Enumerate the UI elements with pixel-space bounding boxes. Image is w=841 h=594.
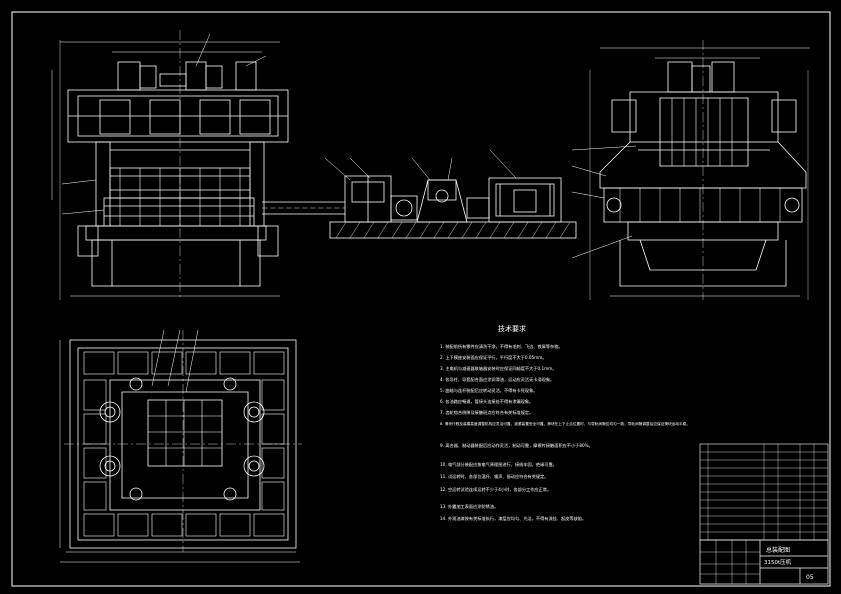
note-11: 11. 试运转时，各部位温升、噪声、振动应符合有关规定。 [440,473,549,480]
drawing-frame [11,11,831,587]
note-12: 12. 空运转试验连续运转不少于4小时，各部分工作应正常。 [440,486,551,493]
note-9: 9. 离合器、制动器装配后应动作灵活，制动可靠，摩擦片接触面积应不小于80%。 [440,442,593,449]
front-view [51,30,289,300]
note-5: 5. 曲轴与连杆装配后应转动灵活，不得有卡死现象。 [440,387,537,394]
title-drawing-name: 总装配图 [766,546,790,554]
note-13: 13. 外露加工表面应涂防锈油。 [440,503,498,510]
title-block [699,539,829,585]
note-3: 3. 主电机与减速器联轴器安装时应保证同轴度不大于0.1mm。 [440,365,556,372]
parts-list [699,443,829,541]
title-drawing-number: 3150t压机 [764,558,792,566]
note-2: 2. 上下模座安装面应保证平行，平行度不大于0.05mm。 [440,354,547,361]
note-7: 7. 齿轮啮合侧隙及接触斑点应符合有关标准规定。 [440,409,533,416]
side-view [571,40,810,300]
technical-notes: 技术要求 1. 装配前所有零件应清洗干净，不得有毛刺、飞边、铁屑等杂物。 2. … [440,324,690,522]
note-4: 4. 各导柱、导套配合面应涂润滑油，运动应灵活无卡滞现象。 [440,376,554,383]
notes-heading: 技术要求 [498,324,526,333]
note-1: 1. 装配前所有零件应清洗干净，不得有毛刺、飞边、铁屑等杂物。 [440,343,563,350]
note-6: 6. 各油路应畅通，管接头连接处不得有渗漏现象。 [440,398,533,405]
title-sheet: 05 [806,574,814,581]
drive-train [262,149,577,239]
plan-view [59,329,302,563]
note-10: 10. 电气部分装配应按电气原理图进行，接线牢固，绝缘可靠。 [440,461,557,468]
note-14: 14. 外观油漆按有关标准执行，漆层应均匀、光洁，不得有流挂、起皮等缺陷。 [440,515,586,522]
note-8: 8. 滑块行程及装模高度调整机构应灵活可靠，锁紧装置安全可靠，滑块在上下止点位置… [440,421,690,426]
